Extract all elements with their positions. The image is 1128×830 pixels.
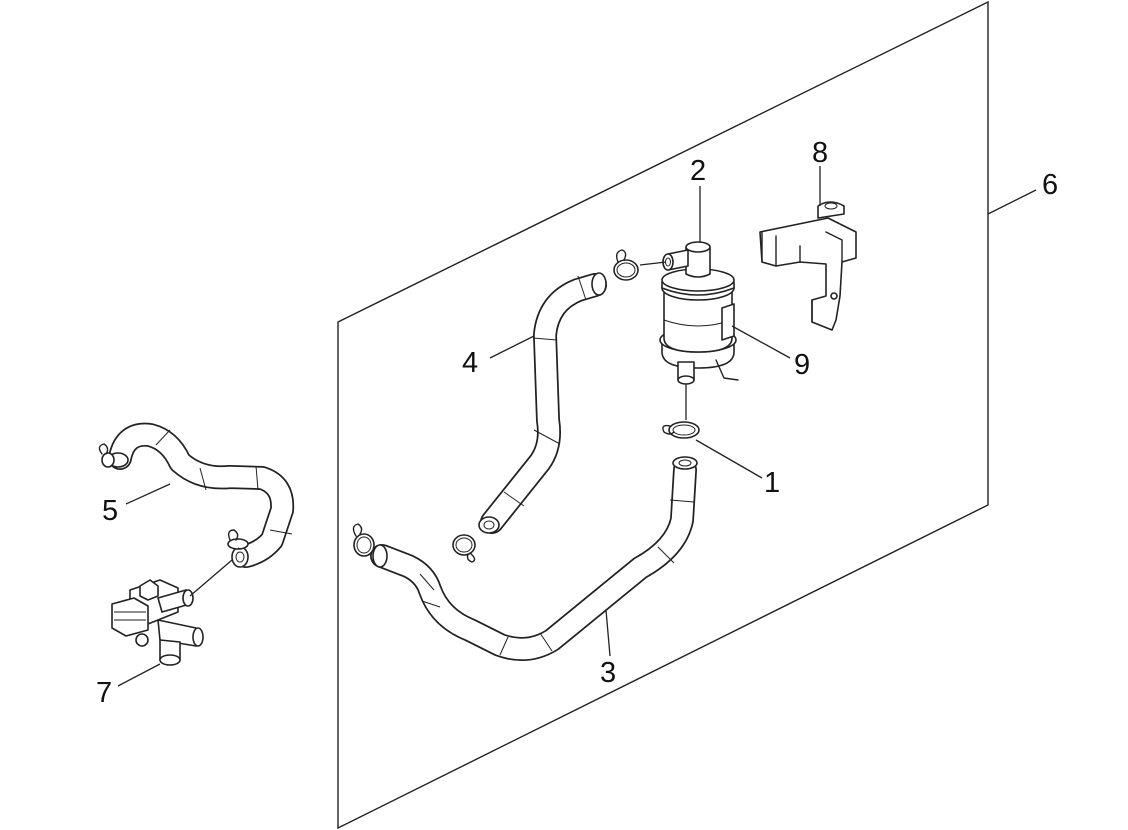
callout-4: 4 (462, 347, 478, 379)
hose-3 (370, 456, 698, 661)
callout-6: 6 (1042, 169, 1058, 201)
valve-7 (111, 579, 204, 666)
callout-8: 8 (812, 137, 828, 169)
callout-1: 1 (764, 467, 780, 499)
callout-7: 7 (96, 677, 112, 709)
callout-leaders (117, 166, 1037, 687)
hose-4 (478, 272, 607, 534)
hose-clamp (98, 443, 115, 468)
connection-lines (189, 261, 687, 597)
callout-3: 3 (600, 657, 616, 689)
hose-clamp (613, 249, 639, 281)
bracket-8 (759, 201, 857, 331)
assembly-panel-6 (337, 0, 989, 830)
hose-clamp (662, 421, 700, 439)
hose-clamp (452, 534, 476, 563)
hose-clamp (352, 523, 375, 557)
callout-5: 5 (102, 495, 118, 527)
callout-2: 2 (690, 155, 706, 187)
canister-9 (659, 241, 739, 385)
callout-9: 9 (794, 349, 810, 381)
hose-5 (107, 422, 295, 568)
hose-clamp (227, 529, 249, 550)
